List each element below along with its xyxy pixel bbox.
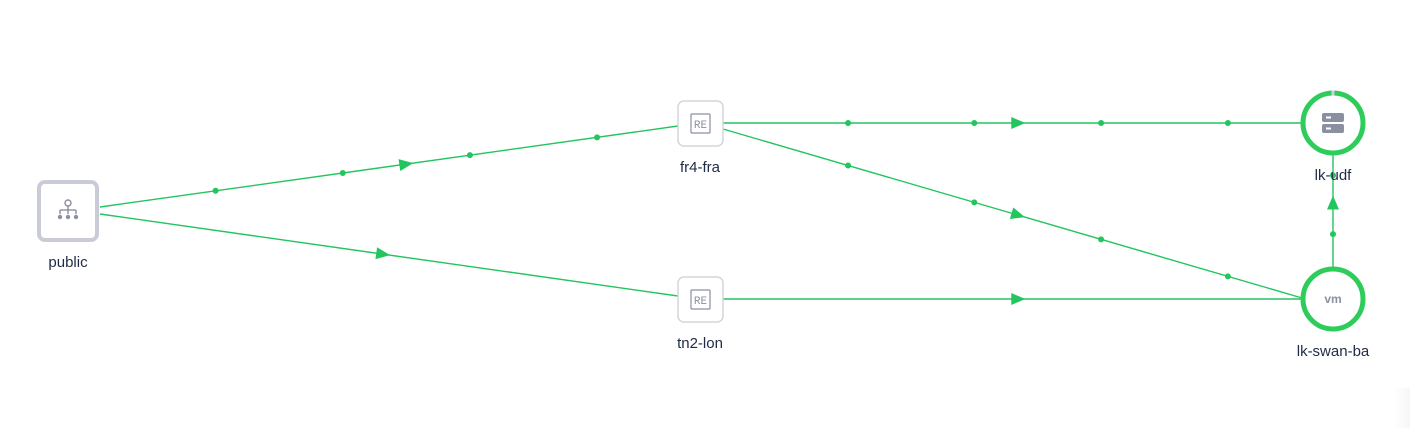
edge-dot <box>971 120 978 126</box>
edge-arrow-icon <box>1011 293 1026 305</box>
edge-fr4-fra-to-lk-udf[interactable] <box>723 117 1302 129</box>
edge-dot <box>1098 120 1105 126</box>
edge-dot <box>845 162 852 169</box>
node-label-lk-swan-ba: lk-swan-ba <box>1297 343 1370 360</box>
node-lk-udf[interactable]: lk-udf <box>1300 90 1366 184</box>
edge-dot <box>1224 273 1231 280</box>
re-icon: RE <box>690 289 711 310</box>
edge-arrow-icon <box>1011 117 1026 129</box>
edge-line <box>99 125 679 208</box>
edge-dot <box>212 187 219 194</box>
node-label-lk-udf: lk-udf <box>1315 167 1353 184</box>
edge-dot <box>466 152 473 159</box>
re-icon-text: RE <box>694 296 708 308</box>
re-icon: RE <box>690 113 711 134</box>
node-label-fr4-fra: fr4-fra <box>680 159 721 176</box>
edge-lk-swan-ba-to-lk-udf[interactable] <box>1327 155 1339 268</box>
edge-arrow-icon <box>398 159 414 171</box>
corner-shadow <box>1394 388 1410 428</box>
node-public[interactable]: public <box>37 180 99 271</box>
network-icon <box>57 199 79 220</box>
node-label-tn2-lon: tn2-lon <box>677 335 723 352</box>
edge-dot <box>1224 120 1231 126</box>
vm-icon: vm <box>1324 292 1341 306</box>
edge-dot <box>1330 231 1336 238</box>
server-icon <box>1322 113 1344 133</box>
edge-dot <box>339 169 346 176</box>
node-lk-swan-ba[interactable]: vm lk-swan-ba <box>1297 266 1370 360</box>
edges-layer <box>99 117 1339 305</box>
edge-fr4-fra-to-lk-swan-ba[interactable] <box>722 128 1303 299</box>
node-label-public: public <box>48 254 88 271</box>
edge-dot <box>594 134 601 141</box>
edge-dot <box>1330 172 1336 179</box>
edge-arrow-icon <box>1327 195 1339 210</box>
node-fr4-fra[interactable]: RE fr4-fra <box>677 100 724 176</box>
node-tn2-lon[interactable]: RE tn2-lon <box>677 276 724 352</box>
edge-dot <box>845 120 852 126</box>
re-icon-text: RE <box>694 120 708 132</box>
edge-public-to-fr4-fra[interactable] <box>99 125 679 208</box>
edge-public-to-tn2-lon[interactable] <box>99 213 679 297</box>
edge-dot <box>971 199 978 206</box>
edge-arrow-icon <box>1009 207 1026 219</box>
edge-dot <box>1098 236 1105 243</box>
edge-arrow-icon <box>375 247 391 260</box>
edge-tn2-lon-to-lk-swan-ba[interactable] <box>723 293 1302 305</box>
